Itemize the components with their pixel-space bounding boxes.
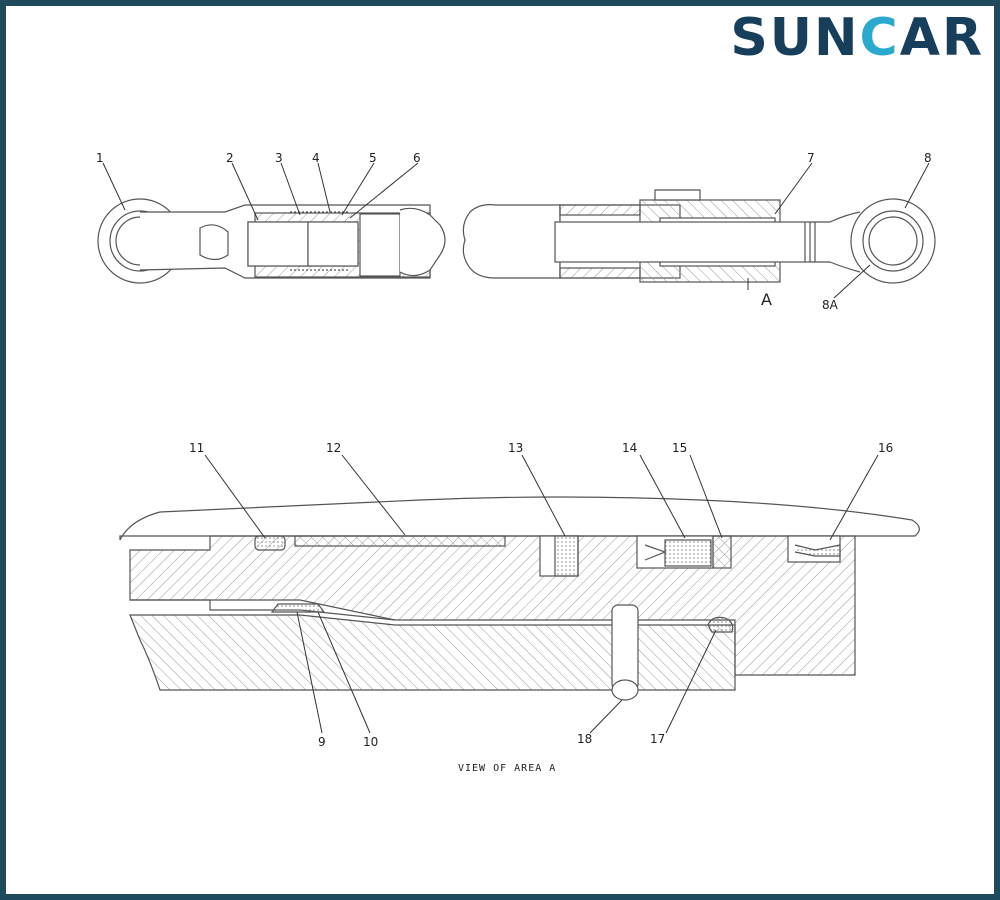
callout-3: 3	[275, 151, 283, 165]
callout-8a: 8A	[822, 298, 839, 312]
callout-18: 18	[577, 732, 592, 746]
detail-leader-lines	[204, 454, 879, 734]
bearing-12	[294, 535, 506, 547]
callout-4: 4	[312, 151, 320, 165]
callout-13: 13	[508, 441, 523, 455]
callout-12: 12	[326, 441, 341, 455]
cylinder-assembly	[97, 189, 936, 284]
cylinder-tube	[139, 204, 446, 279]
callout-17: 17	[650, 732, 665, 746]
callout-7: 7	[807, 151, 815, 165]
pin-18	[611, 604, 639, 691]
callout-11: 11	[189, 441, 204, 455]
view-of-area-a-label: VIEW OF AREA A	[458, 763, 556, 774]
callout-1: 1	[96, 151, 104, 165]
top-callouts: 1 2 3 4 5 6 7 8 8A A	[96, 151, 932, 312]
detail-callouts: 11 12 13 14 15 16 9 10 18 17 VIEW OF ARE…	[189, 441, 893, 774]
callout-2: 2	[226, 151, 234, 165]
callout-5: 5	[369, 151, 377, 165]
tube-body	[129, 614, 736, 691]
rod-end-eye	[850, 198, 936, 284]
area-marker-a: A	[761, 290, 772, 309]
detail-upper-outline	[119, 496, 920, 541]
seal-11	[254, 535, 286, 551]
callout-9: 9	[318, 735, 326, 749]
rod-section	[462, 189, 861, 283]
suncar-logo: SUNCAR	[730, 8, 984, 68]
callout-14: 14	[622, 441, 637, 455]
callout-6: 6	[413, 151, 421, 165]
callout-15: 15	[672, 441, 687, 455]
seal-9-10	[270, 603, 326, 613]
callout-16: 16	[878, 441, 893, 455]
callout-8: 8	[924, 151, 932, 165]
ring-15	[712, 535, 732, 569]
detail-section-view	[119, 496, 920, 701]
callout-10: 10	[363, 735, 378, 749]
top-leader-lines	[102, 162, 930, 299]
logo-c-glyph: C	[859, 8, 900, 68]
seal-17	[707, 616, 734, 633]
